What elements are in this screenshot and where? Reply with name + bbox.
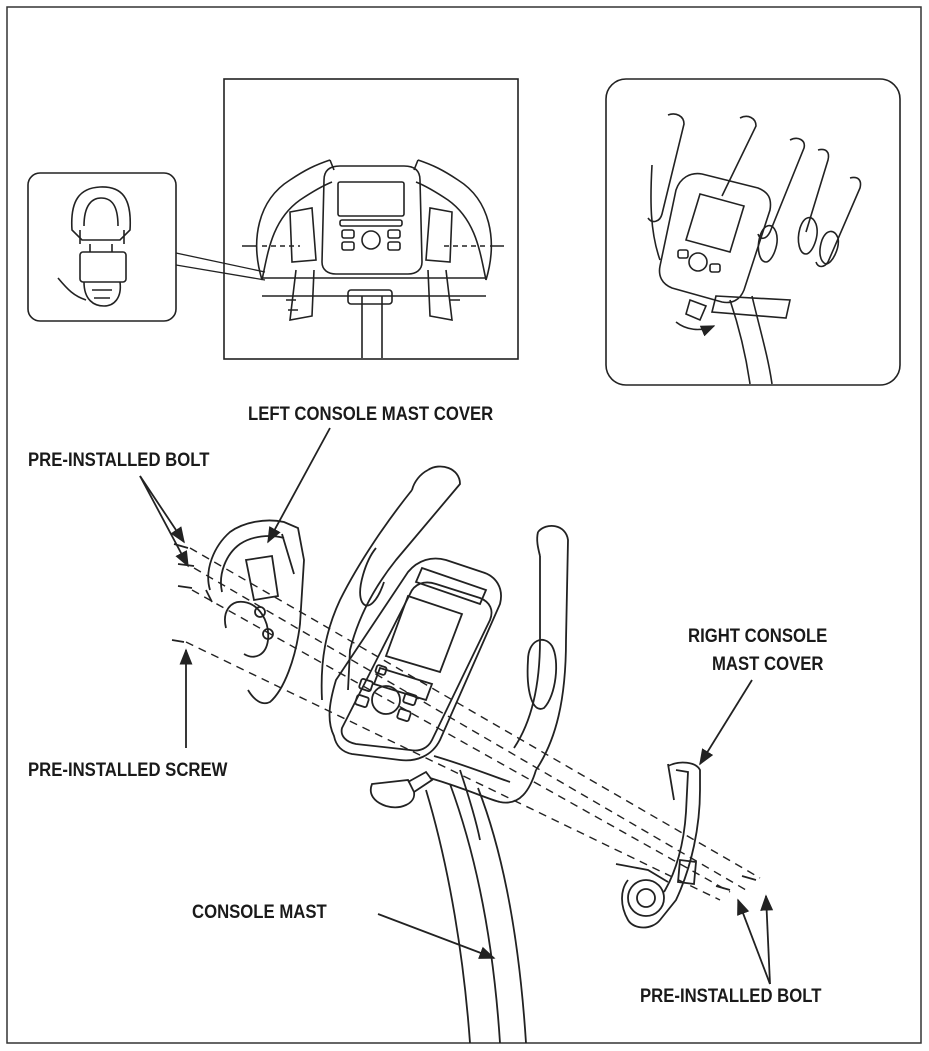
detail-leader-lines [175, 252, 266, 281]
label-right-console-mast-cover-line2: MAST COVER [712, 654, 824, 675]
detail-inset-small [27, 172, 177, 322]
main-exploded-view [171, 465, 757, 1044]
label-console-mast: CONSOLE MAST [192, 902, 327, 923]
label-arrows [139, 427, 774, 985]
label-right-console-mast-cover-line1: RIGHT CONSOLE [688, 626, 828, 647]
angled-view-inset [605, 78, 901, 386]
alignment-dashed-lines [185, 547, 761, 901]
outer-border [6, 6, 922, 1044]
label-pre-installed-bolt-right: PRE-INSTALLED BOLT [640, 986, 822, 1007]
label-left-console-mast-cover: LEFT CONSOLE MAST COVER [248, 404, 494, 425]
label-pre-installed-screw: PRE-INSTALLED SCREW [28, 760, 228, 781]
front-view-inset [223, 78, 519, 360]
label-pre-installed-bolt-left: PRE-INSTALLED BOLT [28, 450, 210, 471]
